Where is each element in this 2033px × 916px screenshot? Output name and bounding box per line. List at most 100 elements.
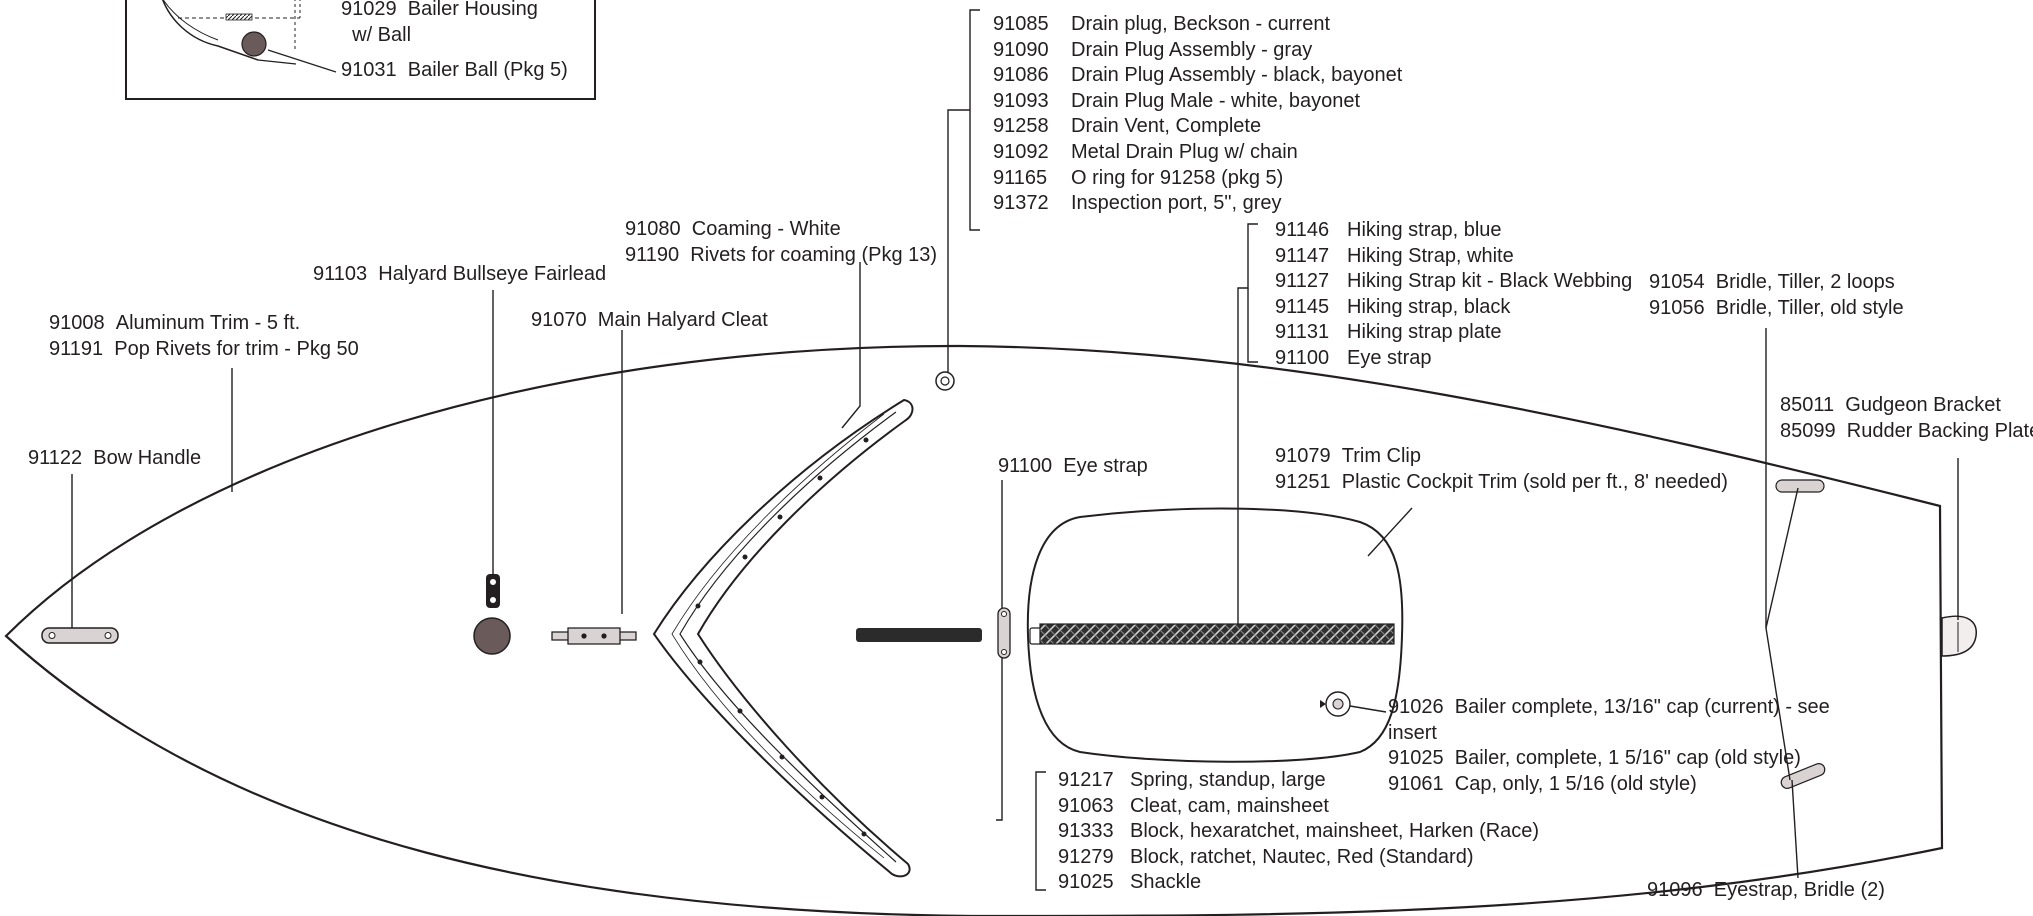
- part-code: 91251: [1275, 470, 1331, 493]
- drain-parts-list: 91085 Drain plug, Beckson - current 91090…: [993, 12, 1402, 217]
- part-code: 91090: [993, 38, 1049, 61]
- part-desc: Bailer complete, 13/16" cap (current) - …: [1454, 696, 1830, 718]
- part-code: 91029: [341, 0, 397, 20]
- part-desc: Aluminum Trim - 5 ft.: [115, 312, 301, 334]
- part-desc: Hiking strap, blue: [1347, 219, 1502, 241]
- bailer-icon: [1320, 691, 1351, 717]
- gudgeon-parts: 85011 Gudgeon Bracket 85099 Rudder Backi…: [1780, 393, 2033, 444]
- part-code: 91100: [1275, 346, 1330, 369]
- part-desc: Pop Rivets for trim - Pkg 50: [114, 337, 359, 360]
- part-desc: Cap, only, 1 5/16 (old style): [1454, 772, 1697, 795]
- part-desc: Metal Drain Plug w/ chain: [1071, 140, 1298, 163]
- part-desc: Rivets for coaming (Pkg 13): [690, 243, 938, 266]
- part-desc: Eye strap: [1347, 346, 1432, 369]
- part-code: 91086: [993, 64, 1049, 87]
- fairlead-part: 91103 Halyard Bullseye Fairlead: [313, 262, 606, 288]
- part-desc: Drain Plug Assembly - black, bayonet: [1071, 64, 1403, 87]
- part-code: 91025: [1058, 871, 1114, 894]
- part-code: 91079: [1275, 445, 1331, 467]
- part-desc: Hiking strap, black: [1347, 295, 1511, 318]
- part-code: 91063: [1058, 794, 1114, 817]
- bailer-parts: 91026 Bailer complete, 13/16" cap (curre…: [1388, 695, 1830, 797]
- part-desc: Inspection port, 5", grey: [1071, 192, 1282, 215]
- part-code: 91093: [993, 89, 1049, 112]
- part-code: 91080: [625, 218, 681, 240]
- fairlead-icon: [486, 574, 500, 608]
- insert-bailer-sketch: [162, 0, 337, 73]
- part-desc: Block, hexaratchet, mainsheet, Harken (R…: [1130, 820, 1540, 843]
- halyard-cleat-icon: [551, 627, 637, 645]
- part-desc: Eyestrap, Bridle (2): [1713, 879, 1885, 901]
- part-desc: Drain plug, Beckson - current: [1071, 13, 1331, 35]
- part-code: 91096: [1647, 879, 1703, 901]
- part-code: 91092: [993, 140, 1049, 163]
- part-code: 91279: [1058, 845, 1114, 868]
- part-desc: Shackle: [1130, 871, 1202, 894]
- insert-item: 91029 Bailer Housing w/ Ball: [341, 0, 538, 48]
- part-desc: Bailer Ball (Pkg 5): [407, 59, 568, 81]
- part-desc: Plastic Cockpit Trim (sold per ft., 8' n…: [1341, 470, 1728, 493]
- part-desc: Coaming - White: [691, 218, 841, 240]
- part-code: 91146: [1275, 219, 1330, 241]
- part-code: 91100: [998, 455, 1053, 477]
- part-code: 91333: [1058, 820, 1114, 843]
- part-code: 91147: [1275, 244, 1330, 267]
- part-desc: Hiking Strap kit - Black Webbing: [1347, 270, 1633, 293]
- part-code: 91008: [49, 312, 105, 334]
- part-desc: Gudgeon Bracket: [1845, 394, 2001, 416]
- part-code: 91122: [28, 447, 83, 469]
- drain-plug-icon: [935, 371, 955, 391]
- bow-handle-part: 91122 Bow Handle: [28, 446, 201, 472]
- bow-handle-icon: [41, 627, 119, 644]
- part-code: 91372: [993, 192, 1049, 215]
- part-desc: Hiking Strap, white: [1347, 244, 1514, 267]
- part-code: 85099: [1780, 419, 1836, 442]
- eyestrap-bridle-part: 91096 Eyestrap, Bridle (2): [1647, 878, 1885, 904]
- part-code: 91165: [993, 166, 1048, 189]
- part-code: 91085: [993, 13, 1049, 35]
- part-code: 91191: [49, 337, 104, 360]
- part-desc: Bridle, Tiller, old style: [1715, 296, 1904, 319]
- part-desc: Bailer Housing: [407, 0, 538, 20]
- part-code: 91070: [531, 309, 587, 331]
- coaming-icon: [652, 398, 914, 878]
- part-desc: Drain Vent, Complete: [1071, 115, 1262, 138]
- part-desc: Trim Clip: [1341, 445, 1421, 467]
- part-desc: Cleat, cam, mainsheet: [1130, 794, 1329, 817]
- part-code: 91217: [1058, 769, 1114, 791]
- insert-item: 91031 Bailer Ball (Pkg 5): [341, 58, 568, 84]
- part-desc: Eye strap: [1063, 455, 1148, 477]
- part-code: 91258: [993, 115, 1049, 138]
- part-code: 91031: [341, 59, 397, 81]
- part-desc: O ring for 91258 (pkg 5): [1071, 166, 1284, 189]
- part-desc: Halyard Bullseye Fairlead: [378, 263, 607, 285]
- part-desc: Main Halyard Cleat: [597, 309, 768, 331]
- leader-lines: [71, 9, 1959, 891]
- part-code: 85011: [1780, 394, 1835, 416]
- eye-strap-part: 91100 Eye strap: [998, 454, 1148, 480]
- coaming-parts: 91080 Coaming - White 91190 Rivets for c…: [625, 217, 937, 268]
- hiking-strap-icon: [1029, 623, 1395, 645]
- part-desc: Bow Handle: [93, 447, 202, 469]
- part-code: 91056: [1649, 296, 1705, 319]
- part-desc: Bailer, complete, 1 5/16" cap (old style…: [1454, 747, 1801, 770]
- mainsheet-parts-list: 91217 Spring, standup, large 91063 Cleat, …: [1058, 768, 1539, 896]
- trim-parts: 91008 Aluminum Trim - 5 ft. 91191 Pop Ri…: [49, 311, 359, 362]
- mainsheet-spring-icon: [997, 607, 1011, 659]
- part-code: 91131: [1275, 321, 1330, 344]
- part-code: 91025: [1388, 747, 1444, 770]
- part-code: 91054: [1649, 271, 1705, 293]
- part-desc: Hiking strap plate: [1347, 321, 1502, 344]
- cockpit-trim-parts: 91079 Trim Clip 91251 Plastic Cockpit Tr…: [1275, 444, 1728, 495]
- part-desc: Drain Plug Male - white, bayonet: [1071, 89, 1361, 112]
- part-code: 91145: [1275, 295, 1330, 318]
- part-desc-cont: w/ Ball: [352, 23, 412, 46]
- part-desc: Drain Plug Assembly - gray: [1071, 38, 1313, 61]
- mainsheet-block-bar: [856, 628, 982, 642]
- part-desc: Spring, standup, large: [1130, 769, 1326, 791]
- bailer-ball-icon: [241, 31, 267, 57]
- part-code: 91061: [1388, 772, 1444, 795]
- part-desc: Bridle, Tiller, 2 loops: [1715, 271, 1895, 293]
